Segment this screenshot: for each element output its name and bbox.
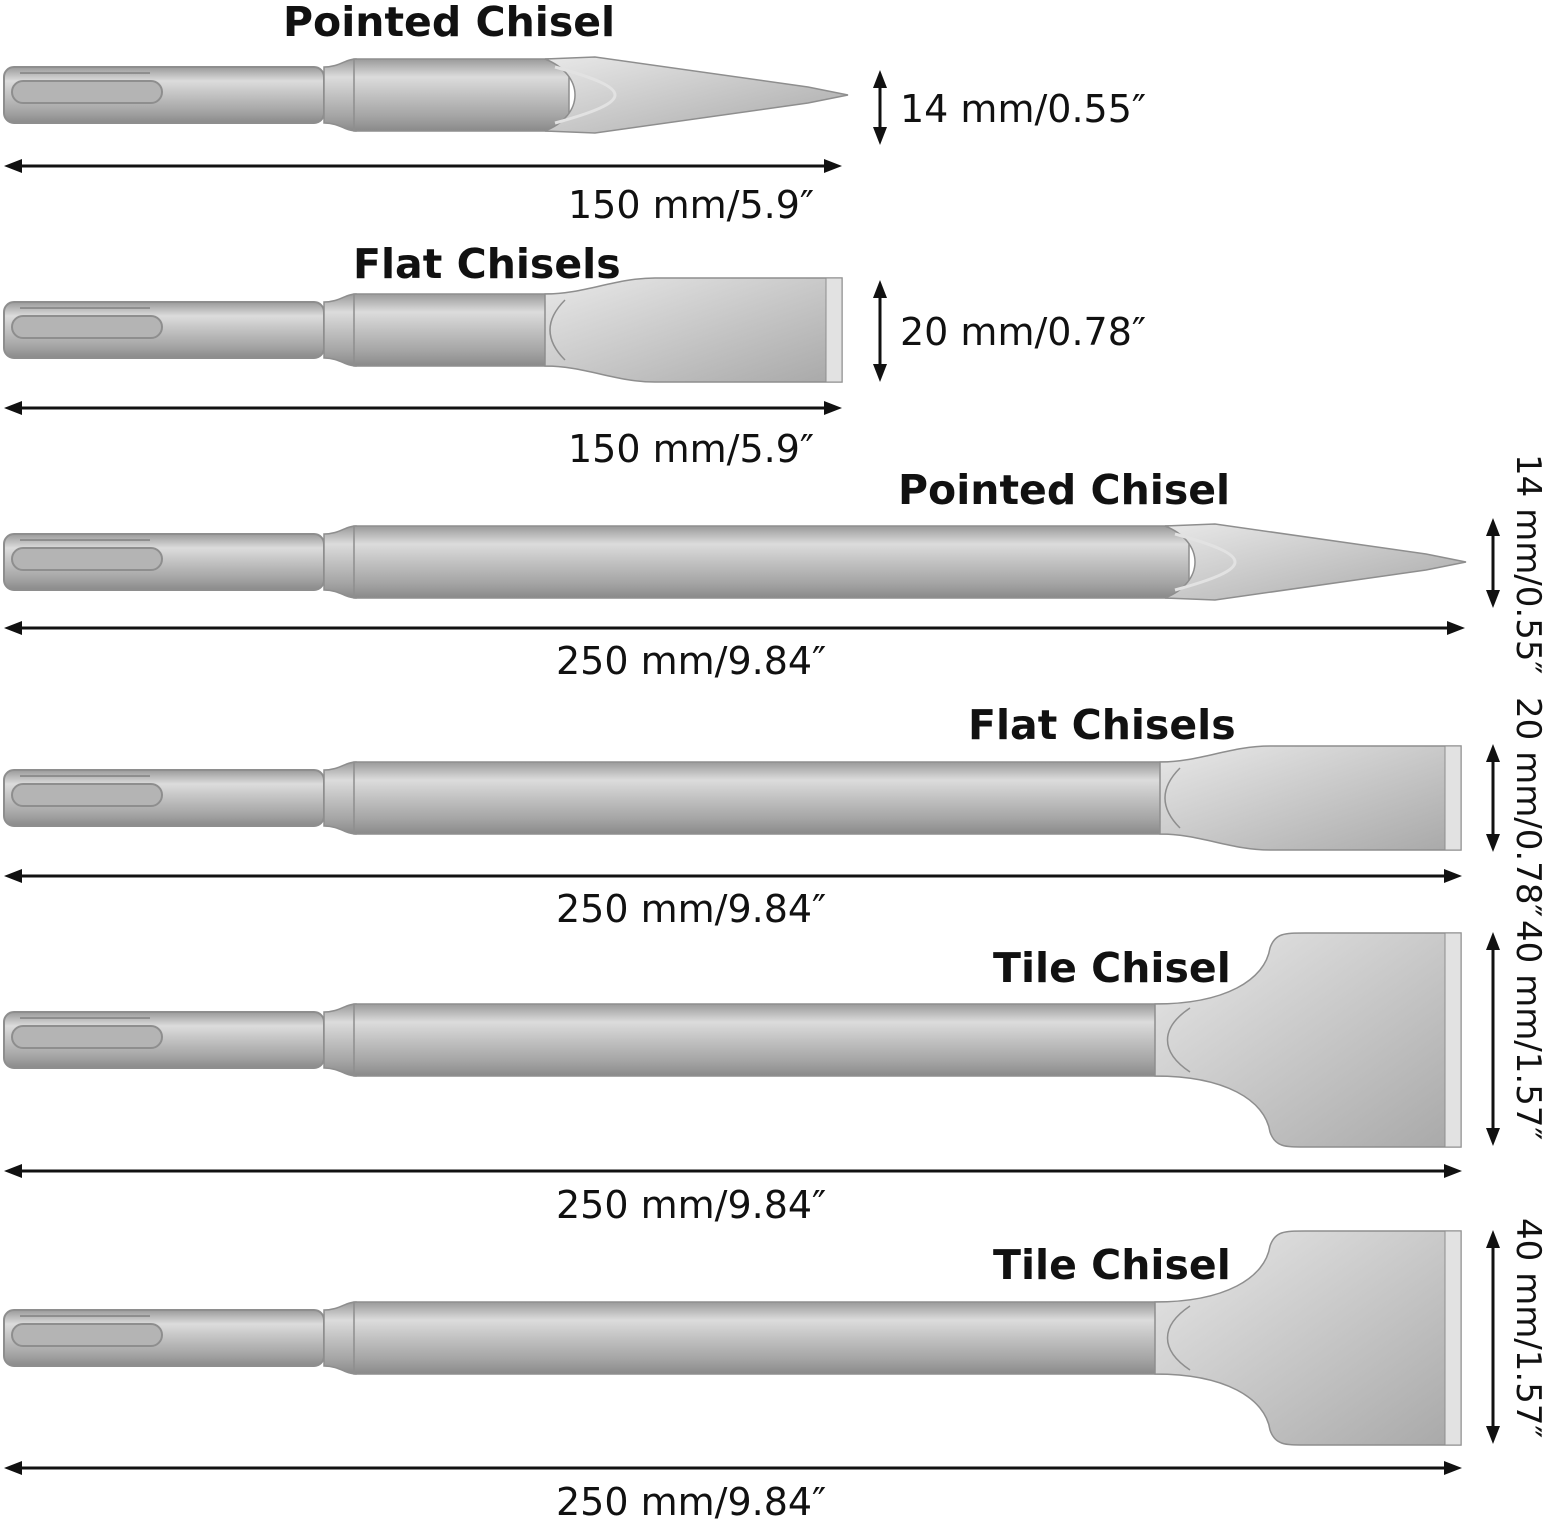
blade-edge xyxy=(1444,745,1462,851)
chisel-title: Tile Chisel xyxy=(993,1241,1231,1289)
width-arrow xyxy=(1486,744,1500,852)
shank-groove xyxy=(11,1323,163,1347)
arrow-head-bottom xyxy=(873,127,887,145)
width-arrow xyxy=(1486,932,1500,1146)
width-label: 20 mm/0.78″ xyxy=(900,310,1147,354)
length-arrow xyxy=(4,1461,1462,1475)
chisel-tile xyxy=(3,1230,1462,1446)
collar xyxy=(323,761,357,835)
blade-bevel xyxy=(1166,1305,1191,1371)
shank-groove xyxy=(11,315,163,339)
flat-blade xyxy=(1159,745,1462,851)
arrow-head-right xyxy=(1444,1164,1462,1178)
arrow-head-top xyxy=(873,70,887,88)
width-label: 14 mm/0.55″ xyxy=(1508,454,1547,675)
chisel-flat xyxy=(3,745,1462,851)
arrow-head-right xyxy=(824,401,842,415)
arrow-head-top xyxy=(1486,744,1500,762)
arrow-head-left xyxy=(4,621,22,635)
length-label: 250 mm/9.84″ xyxy=(556,887,827,931)
shank-groove xyxy=(11,783,163,807)
shaft xyxy=(353,293,570,367)
shaft xyxy=(353,1301,1180,1375)
collar xyxy=(323,293,357,367)
shaft xyxy=(353,761,1185,835)
width-label: 40 mm/1.57″ xyxy=(1508,920,1547,1141)
length-arrow xyxy=(4,1164,1462,1178)
length-label: 250 mm/9.84″ xyxy=(556,639,827,683)
pointed-tip xyxy=(544,56,849,134)
blade-bevel xyxy=(1166,1007,1191,1073)
width-arrow xyxy=(1486,518,1500,608)
chisel-pointed xyxy=(3,56,849,134)
arrow-head-bottom xyxy=(1486,834,1500,852)
length-label: 150 mm/5.9″ xyxy=(568,427,815,471)
collar xyxy=(323,1301,357,1375)
arrow-head-bottom xyxy=(1486,590,1500,608)
collar xyxy=(323,58,357,132)
length-label: 250 mm/9.84″ xyxy=(556,1183,827,1227)
arrow-head-left xyxy=(4,1461,22,1475)
collar xyxy=(323,1003,357,1077)
arrow-head-right xyxy=(1447,621,1465,635)
chisel-title: Pointed Chisel xyxy=(898,466,1231,514)
blade-edge xyxy=(825,277,843,383)
chisel-flat xyxy=(3,277,843,383)
width-arrow xyxy=(873,70,887,145)
arrow-head-top xyxy=(1486,932,1500,950)
width-arrow xyxy=(873,280,887,382)
blade-bevel xyxy=(1164,767,1181,829)
length-label: 150 mm/5.9″ xyxy=(568,183,815,227)
blade-edge xyxy=(1444,932,1462,1148)
arrow-head-bottom xyxy=(1486,1426,1500,1444)
blade-bevel xyxy=(549,299,566,361)
shaft xyxy=(353,1003,1180,1077)
arrow-head-left xyxy=(4,869,22,883)
arrow-head-left xyxy=(4,1164,22,1178)
length-arrow xyxy=(4,159,842,173)
arrow-head-right xyxy=(824,159,842,173)
arrow-head-left xyxy=(4,401,22,415)
width-arrow xyxy=(1486,1230,1500,1444)
length-arrow xyxy=(4,401,842,415)
arrow-head-top xyxy=(1486,1230,1500,1248)
width-label: 20 mm/0.78″ xyxy=(1508,697,1547,918)
pointed-tip xyxy=(1164,523,1467,601)
tip-bevel xyxy=(554,65,617,125)
chisel-tile xyxy=(3,932,1462,1148)
shank-groove xyxy=(11,80,163,104)
arrow-head-top xyxy=(873,280,887,298)
shaft xyxy=(353,58,570,132)
shank-groove xyxy=(11,1025,163,1049)
chisel-title: Pointed Chisel xyxy=(283,0,616,46)
chisel-title: Tile Chisel xyxy=(993,944,1231,992)
tip-bevel xyxy=(1174,532,1237,592)
arrow-head-right xyxy=(1444,869,1462,883)
flat-blade xyxy=(544,277,843,383)
chisel-title: Flat Chisels xyxy=(968,701,1236,749)
length-label: 250 mm/9.84″ xyxy=(556,1480,827,1524)
width-label: 14 mm/0.55″ xyxy=(900,87,1147,131)
shaft xyxy=(353,525,1190,599)
blade-edge xyxy=(1444,1230,1462,1446)
chisel-pointed xyxy=(3,523,1467,601)
collar xyxy=(323,525,357,599)
arrow-head-left xyxy=(4,159,22,173)
arrow-head-bottom xyxy=(1486,1128,1500,1146)
arrow-head-bottom xyxy=(873,364,887,382)
shank-groove xyxy=(11,547,163,571)
width-label: 40 mm/1.57″ xyxy=(1508,1218,1547,1439)
length-arrow xyxy=(4,621,1465,635)
arrow-head-right xyxy=(1444,1461,1462,1475)
length-arrow xyxy=(4,869,1462,883)
arrow-head-top xyxy=(1486,518,1500,536)
chisel-title: Flat Chisels xyxy=(353,240,621,288)
